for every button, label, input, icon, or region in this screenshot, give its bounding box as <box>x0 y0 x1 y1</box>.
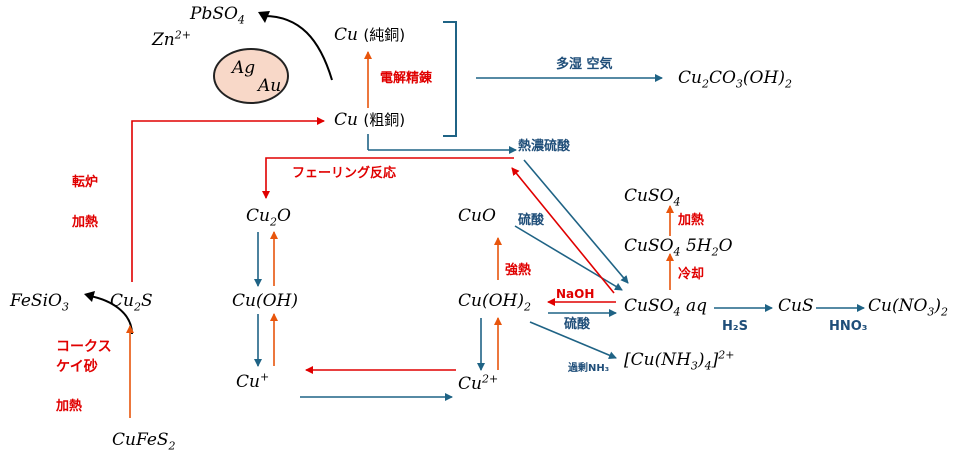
label-hot-conc-sulfuric: 熱濃硫酸 <box>518 139 571 154</box>
label-silica: ケイ砂 <box>56 359 98 375</box>
arrowhead-slag <box>84 291 95 302</box>
fesio3-formula: FeSiO3 <box>10 291 69 314</box>
label-heat-dehydration: 加熱 <box>678 213 705 228</box>
cu2o-formula: Cu2O <box>246 206 291 229</box>
label-electrolytic-refining: 電解精錬 <box>380 71 433 86</box>
label-excess-nh3: 過剰NH₃ <box>568 363 610 374</box>
cuso4-aq: CuSO4 aq <box>624 296 707 319</box>
arrow-converter <box>131 117 325 282</box>
arrow-fehling <box>262 157 514 199</box>
au-label: Au <box>258 76 282 96</box>
cus-formula: CuS <box>778 296 814 316</box>
cuoh-formula: Cu(OH) <box>232 291 298 311</box>
label-sulfuric-cuo: 硫酸 <box>518 213 545 228</box>
cufes2-formula: CuFeS2 <box>112 430 176 453</box>
cuso4-pentahydrate: CuSO4 5H2O <box>624 236 733 259</box>
cu-nitrate: Cu(NO3)2 <box>868 296 949 319</box>
label-h2s: H₂S <box>722 319 748 334</box>
anode-mud-ellipse <box>213 48 289 104</box>
label-hno3: HNO₃ <box>829 319 868 334</box>
label-sulfuric-cuoh2: 硫酸 <box>564 317 591 332</box>
curve-arrow-anode-mud <box>261 14 333 81</box>
arrowhead-anode-mud <box>258 11 270 23</box>
label-heat-converter: 加熱 <box>72 215 99 230</box>
tetraammine-copper-ion: [Cu(NH3)4]2+ <box>624 348 735 373</box>
basic-copper-carbonate: Cu2CO3(OH)2 <box>678 68 792 91</box>
ag-label: Ag <box>232 58 256 78</box>
cuoh2-formula: Cu(OH)2 <box>458 291 531 314</box>
crude-copper: Cu (粗銅) <box>334 110 406 130</box>
cuso4-anhydrous: CuSO4 <box>624 186 681 209</box>
zn-ion-formula: Zn2+ <box>152 28 191 50</box>
label-naoh: NaOH <box>556 287 595 301</box>
refining-bracket <box>443 21 457 137</box>
cuo-formula: CuO <box>458 206 496 226</box>
pbso4-formula: PbSO4 <box>190 4 245 27</box>
pure-copper: Cu (純銅) <box>334 25 406 45</box>
cu-plus-ion: Cu+ <box>236 370 270 392</box>
cu2s-formula: Cu2S <box>110 291 153 314</box>
label-humid-air: 多湿 空気 <box>556 57 613 72</box>
label-cool: 冷却 <box>678 267 705 282</box>
label-converter: 転炉 <box>72 175 99 190</box>
label-coke: コークス <box>56 339 112 355</box>
label-fehling: フェーリング反応 <box>292 166 397 181</box>
label-heat-smelting: 加熱 <box>56 399 83 414</box>
cu-2plus-ion: Cu2+ <box>458 372 499 394</box>
label-strong-heat: 強熱 <box>505 263 532 278</box>
